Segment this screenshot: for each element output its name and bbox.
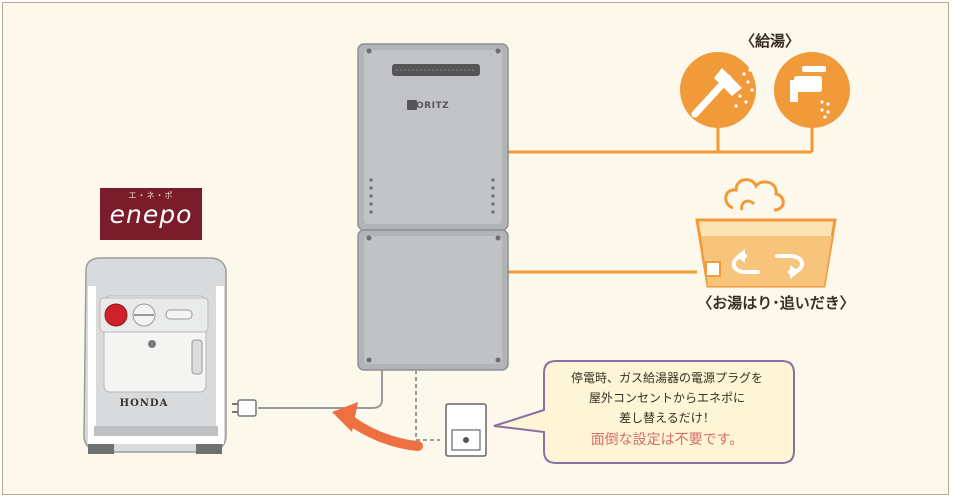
enepo-name: enepo — [109, 200, 193, 229]
callout-line-2: 屋外コンセントからエネポに — [588, 391, 745, 405]
water-heater-power-cord — [258, 370, 383, 409]
circulation-arrows-icon — [731, 249, 804, 279]
outlet-icon — [445, 403, 487, 457]
callout-line-4: 面倒な設定は不要です。 — [590, 432, 744, 448]
callout-line-3: 差し替えるだけ！ — [619, 411, 715, 425]
outdoor-outlet-cord — [415, 370, 440, 441]
steam-icon — [724, 178, 785, 212]
callout-line-1: 停電時、ガス給湯器の電源プラグを — [570, 371, 763, 385]
faucet-icon — [774, 52, 850, 128]
curved-arrow-icon — [332, 402, 423, 451]
enepo-logo: エ・ネ・ポ enepo — [100, 188, 202, 240]
water-heater-brand: NORITZ — [408, 101, 450, 111]
callout-text: 停電時、ガス給湯器の電源プラグを 屋外コンセントからエネポに 差し替えるだけ！ … — [540, 360, 794, 463]
shower-icon — [680, 52, 756, 128]
bathtub — [695, 218, 837, 288]
bath-label: 〈お湯はり･追いだき〉 — [697, 294, 855, 312]
honda-generator — [83, 257, 227, 454]
hot-water-label: 〈給湯〉 — [739, 32, 800, 50]
water-heater — [357, 43, 509, 371]
generator-brand: HONDA — [119, 398, 169, 409]
callout-bubble — [493, 360, 795, 464]
enepo-kana: エ・ネ・ポ — [128, 191, 174, 200]
power-plug-icon — [232, 399, 257, 417]
hot-water-pipes — [508, 125, 814, 274]
